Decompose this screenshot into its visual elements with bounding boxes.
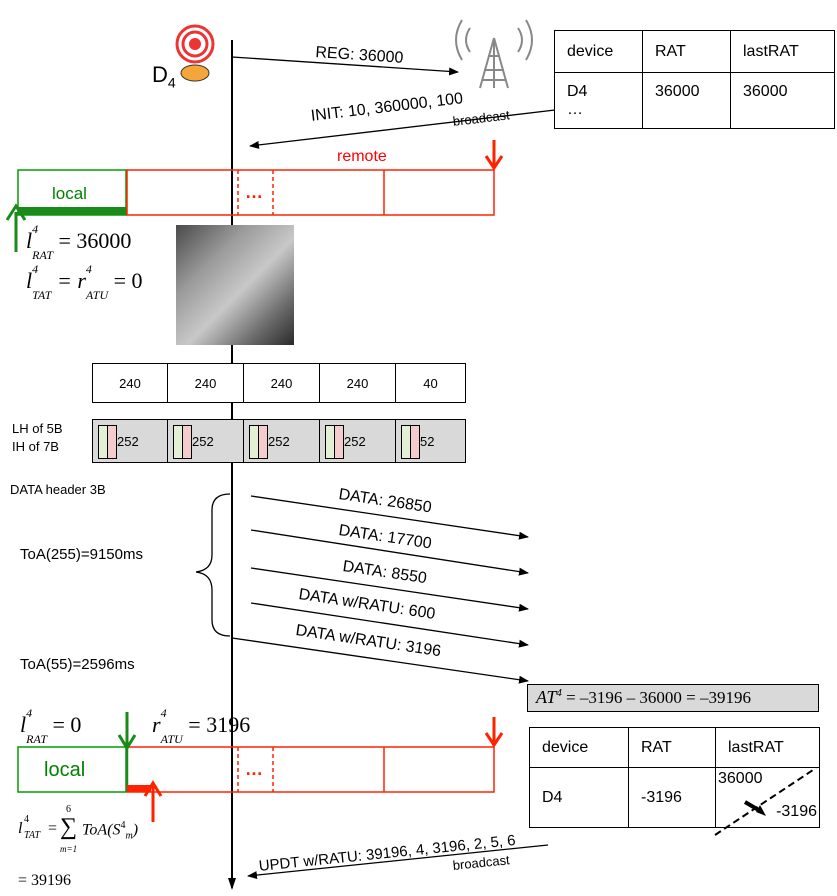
reg-arrow xyxy=(231,56,459,76)
dots-bottom: … xyxy=(245,759,263,779)
packet-box: 252 xyxy=(167,419,244,463)
segment-box: 40 xyxy=(395,363,466,403)
brace xyxy=(195,493,231,637)
remote-slot-bottom xyxy=(126,746,495,793)
table-header: device xyxy=(529,727,629,768)
toa255-label: ToA(255)=9150ms xyxy=(20,546,143,563)
device-icon xyxy=(175,24,215,82)
data-header-label: DATA header 3B xyxy=(10,482,106,497)
segment-box: 240 xyxy=(243,363,320,403)
packet-box: 252 xyxy=(243,419,320,463)
table-header: lastRAT xyxy=(715,727,820,768)
updt-arrow xyxy=(247,844,549,880)
toa55-label: ToA(55)=2596ms xyxy=(20,656,135,673)
camera-photo xyxy=(176,225,294,345)
table-header: device xyxy=(554,30,643,73)
segment-box: 240 xyxy=(319,363,396,403)
table-cell-rat: 36000 xyxy=(642,72,731,129)
table-cell-device: D4 xyxy=(529,767,629,828)
device-table-bottom: device RAT lastRAT D4 -3196 36000 -3196 xyxy=(529,727,820,828)
device-label: D4 xyxy=(152,62,176,91)
remote-slot-top xyxy=(126,169,495,216)
packet-box: 252 xyxy=(319,419,396,463)
local-label-bottom: local xyxy=(44,759,86,781)
packet-box: 252 xyxy=(92,419,168,463)
device-table-top: device RAT lastRAT D4… 36000 36000 xyxy=(554,30,835,129)
table-header: lastRAT xyxy=(730,30,835,73)
antenna-icon xyxy=(455,19,533,89)
table-cell-lastrat: 36000 xyxy=(730,72,835,129)
table-cell-lastrat: 36000 -3196 xyxy=(715,767,820,828)
init-arrow xyxy=(249,109,556,149)
sum-result: = 39196 xyxy=(18,872,72,889)
table-header: RAT xyxy=(642,30,731,73)
table-cell-device: D4… xyxy=(554,72,643,129)
eq-sum-tat: l 4 TAT = 6 ∑ m=1 ToA(S4m) xyxy=(18,804,139,854)
local-label-top: local xyxy=(52,184,87,203)
remote-label: remote xyxy=(337,148,387,165)
segment-box: 240 xyxy=(92,363,168,403)
at-formula-box: AT4 = –3196 – 36000 = –39196 xyxy=(527,684,819,712)
packet-box: 52 xyxy=(395,419,466,463)
segment-box: 240 xyxy=(167,363,244,403)
table-header: RAT xyxy=(628,727,716,768)
table-cell-rat: -3196 xyxy=(628,767,716,828)
local-slot-bottom xyxy=(17,746,127,793)
dots-top: … xyxy=(245,182,263,202)
